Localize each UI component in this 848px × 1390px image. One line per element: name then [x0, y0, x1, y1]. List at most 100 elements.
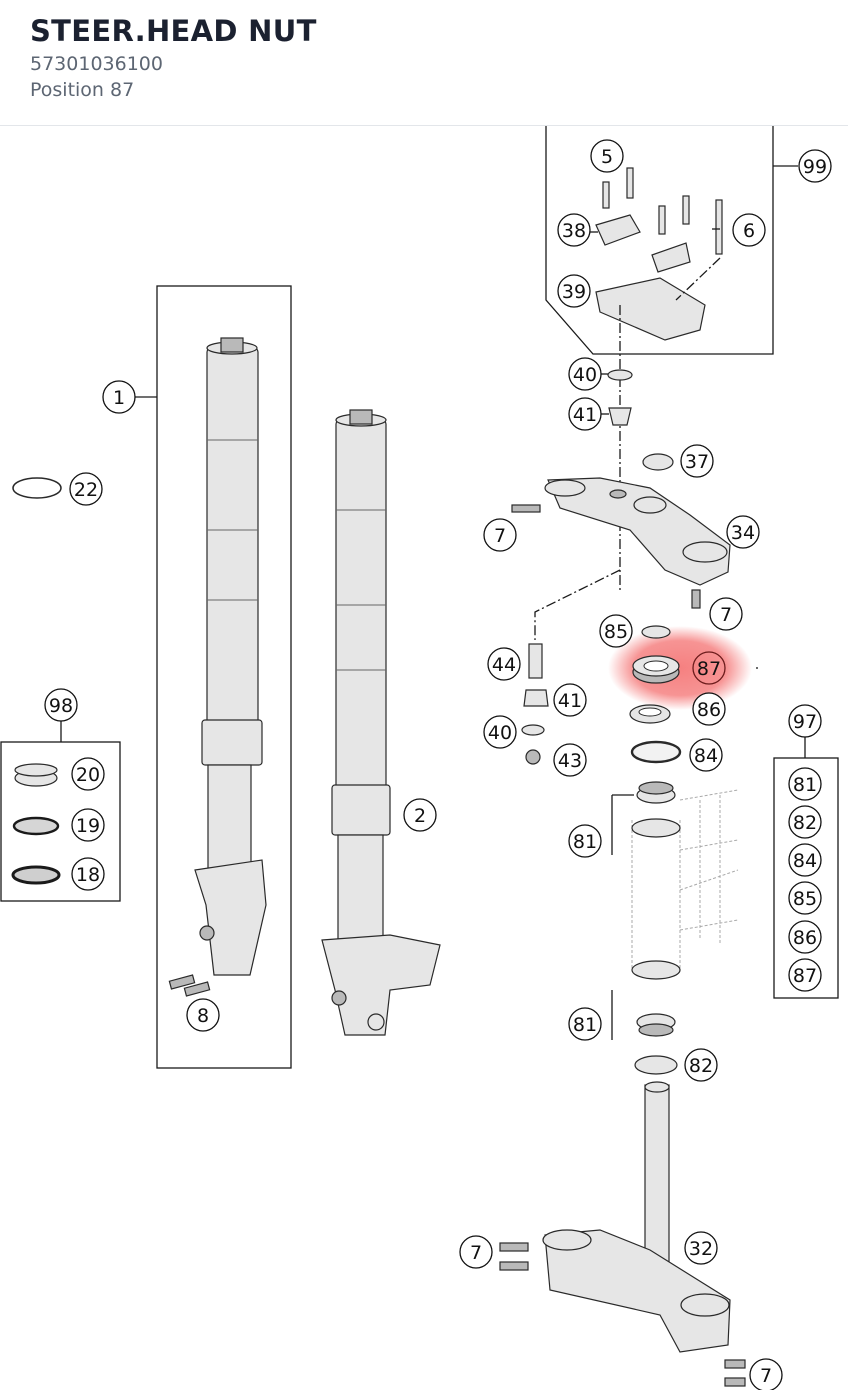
- callout-label: 43: [558, 750, 582, 772]
- callout-22[interactable]: 22: [69, 472, 103, 506]
- callout-label: 44: [492, 654, 516, 676]
- callout-label: 5: [601, 146, 613, 168]
- callout-98[interactable]: 98: [44, 688, 78, 722]
- bearing-81-upper-illustration: [631, 781, 681, 838]
- callout-39[interactable]: 39: [557, 274, 591, 308]
- frame-group-99: [545, 126, 798, 355]
- callout-label: 41: [558, 690, 582, 712]
- callout-7[interactable]: 7: [459, 1235, 493, 1269]
- callout-label: 20: [76, 764, 100, 786]
- callout-37[interactable]: 37: [680, 444, 714, 478]
- handlebar-clamp-illustration: [595, 167, 723, 341]
- callout-label: 37: [685, 451, 709, 473]
- seal-85-illustration: [641, 625, 671, 639]
- kit-97-item-82[interactable]: 82: [788, 805, 822, 839]
- callout-40[interactable]: 40: [483, 715, 517, 749]
- callout-7[interactable]: 7: [749, 1358, 783, 1390]
- callout-label: 86: [697, 699, 721, 721]
- callout-43[interactable]: 43: [553, 743, 587, 777]
- cover-86-illustration: [629, 704, 671, 724]
- callout-87[interactable]: 87: [692, 651, 726, 685]
- fork-leg-left-illustration: [168, 337, 267, 997]
- callout-34[interactable]: 34: [726, 515, 760, 549]
- bushing-41-illustration: [608, 407, 632, 426]
- callout-label: 22: [74, 479, 98, 501]
- callout-97[interactable]: 97: [788, 704, 822, 738]
- callout-label: 87: [697, 658, 721, 680]
- callout-label: 99: [803, 156, 827, 178]
- callout-label: 32: [689, 1238, 713, 1260]
- highlight-position-87: [608, 626, 752, 710]
- assembly-axis-line-3: [534, 569, 621, 640]
- callout-label: 7: [470, 1242, 482, 1264]
- assembly-axis-line-2: [675, 257, 721, 301]
- callout-7[interactable]: 7: [483, 518, 517, 552]
- kit-97-item-81[interactable]: 81: [788, 767, 822, 801]
- callout-label: 82: [793, 812, 817, 834]
- callout-82[interactable]: 82: [684, 1048, 718, 1082]
- kit-97-item-87[interactable]: 87: [788, 958, 822, 992]
- cap-37-illustration: [642, 453, 674, 471]
- callout-20[interactable]: 20: [71, 757, 105, 791]
- kit-97-item-84[interactable]: 84: [788, 843, 822, 877]
- callout-18[interactable]: 18: [71, 857, 105, 891]
- kit-97-item-86[interactable]: 86: [788, 920, 822, 954]
- callout-label: 1: [113, 387, 125, 409]
- callout-99[interactable]: 99: [798, 149, 832, 183]
- seal-ring-84-illustration: [630, 740, 682, 764]
- callout-44[interactable]: 44: [487, 647, 521, 681]
- callout-label: 7: [760, 1365, 772, 1387]
- callout-label: 87: [793, 965, 817, 987]
- callout-label: 6: [743, 220, 755, 242]
- callout-label: 85: [604, 621, 628, 643]
- part-number: 57301036100: [30, 53, 163, 75]
- bearing-81-lower-illustration: [631, 960, 681, 1037]
- callout-85[interactable]: 85: [599, 614, 633, 648]
- callout-label: 81: [793, 774, 817, 796]
- frame-group-97: [773, 737, 839, 999]
- nut-43-illustration: [525, 749, 541, 765]
- callout-19[interactable]: 19: [71, 808, 105, 842]
- callout-label: 85: [793, 888, 817, 910]
- callout-label: 38: [562, 220, 586, 242]
- frame-head-ghost: [631, 789, 739, 971]
- callout-1[interactable]: 1: [102, 380, 136, 414]
- frame-group-1: [134, 285, 292, 1069]
- callout-41[interactable]: 41: [553, 683, 587, 717]
- kit-98-rings-illustration: [11, 763, 61, 885]
- fork-leg-right-illustration: [321, 409, 441, 1036]
- callout-41[interactable]: 41: [568, 397, 602, 431]
- callout-38[interactable]: 38: [557, 213, 591, 247]
- callout-label: 82: [689, 1055, 713, 1077]
- callout-label: 2: [414, 805, 426, 827]
- steering-head-nut-87-illustration: [632, 655, 680, 684]
- callout-label: 81: [573, 1014, 597, 1036]
- callout-label: 81: [573, 831, 597, 853]
- lower-triple-clamp-illustration: [499, 1081, 746, 1387]
- callout-5[interactable]: 5: [590, 139, 624, 173]
- callout-label: 8: [197, 1005, 209, 1027]
- callout-label: 98: [49, 695, 73, 717]
- washer-40-illustration: [607, 369, 633, 381]
- kit-97-item-85[interactable]: 85: [788, 881, 822, 915]
- callout-32[interactable]: 32: [684, 1231, 718, 1265]
- callout-label: 19: [76, 815, 100, 837]
- callout-40[interactable]: 40: [568, 357, 602, 391]
- upper-triple-clamp-illustration: [511, 477, 731, 609]
- callout-label: 18: [76, 864, 100, 886]
- callout-6[interactable]: 6: [732, 213, 766, 247]
- callout-label: 86: [793, 927, 817, 949]
- callout-86[interactable]: 86: [692, 692, 726, 726]
- callout-2[interactable]: 2: [403, 798, 437, 832]
- callout-84[interactable]: 84: [689, 738, 723, 772]
- callout-label: 84: [694, 745, 718, 767]
- callout-8[interactable]: 8: [186, 998, 220, 1032]
- o-ring-22-illustration: [12, 477, 62, 499]
- callout-81[interactable]: 81: [568, 1007, 602, 1041]
- callout-label: 41: [573, 404, 597, 426]
- callout-7[interactable]: 7: [709, 597, 743, 631]
- callout-81[interactable]: 81: [568, 824, 602, 858]
- callout-label: 40: [573, 364, 597, 386]
- bushing-41-lower-illustration: [523, 689, 549, 707]
